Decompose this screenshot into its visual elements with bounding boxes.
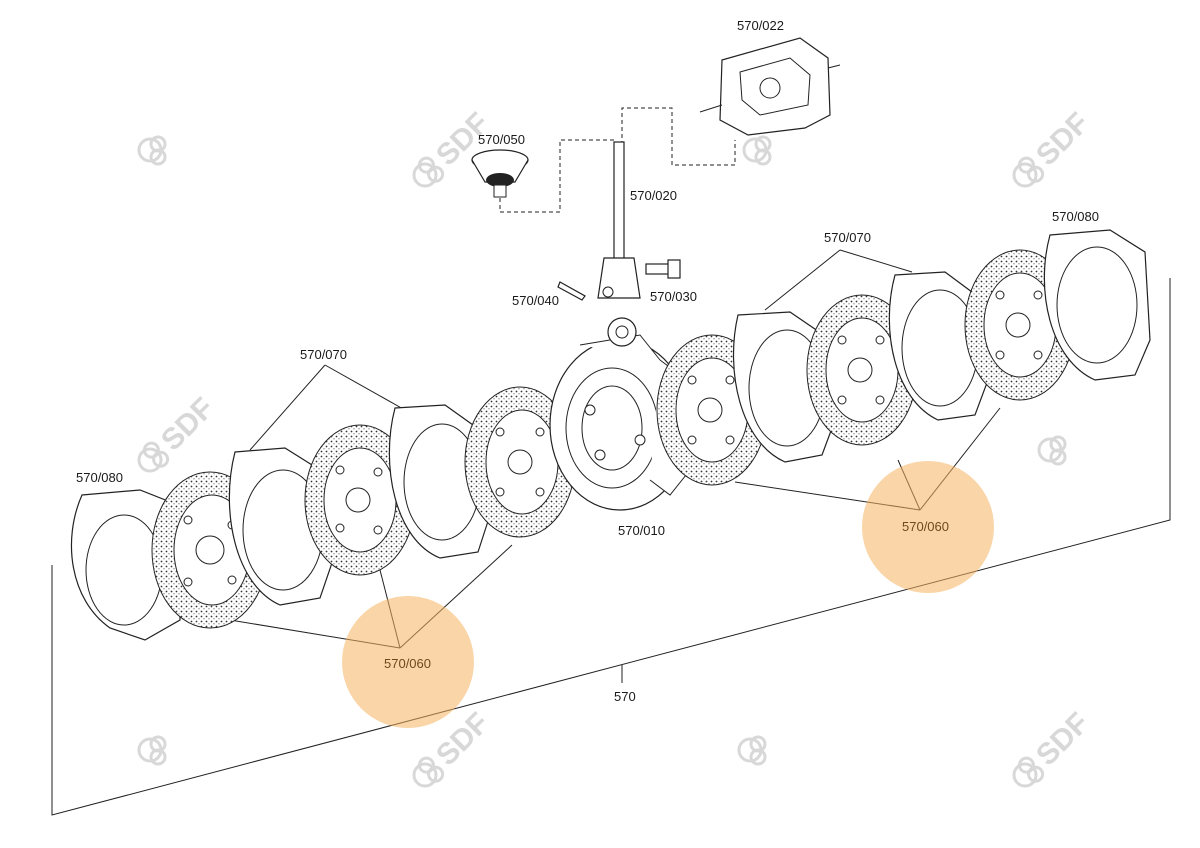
cap-part <box>471 149 529 198</box>
label-plate-right: 570/070 <box>824 230 871 245</box>
watermark-logo-icon <box>742 135 772 166</box>
label-plate-left: 570/070 <box>300 347 347 362</box>
rod-part <box>597 141 641 299</box>
label-disc-right: 570/060 <box>902 519 949 534</box>
watermark-logo: SDF <box>131 391 221 480</box>
label-caliper: 570/022 <box>737 18 784 33</box>
steel-plate-2 <box>388 404 491 559</box>
friction-disc-2 <box>304 424 416 576</box>
spacer-ring-right <box>1043 229 1151 381</box>
friction-disc-3 <box>464 386 576 538</box>
watermark-logo: SDF <box>406 106 496 195</box>
watermark-logo-icon <box>137 135 167 166</box>
watermark-logo-icon <box>737 735 767 766</box>
label-spacer-left: 570/080 <box>76 470 123 485</box>
highlight-marker-right <box>862 461 994 593</box>
part-labels: 570/022 570/050 570/020 570/040 570/030 … <box>76 18 1099 704</box>
highlight-marker-left <box>342 596 474 728</box>
watermark-logo-icon <box>137 735 167 766</box>
assembly-bracket <box>51 278 1171 816</box>
spacer-ring-left <box>70 489 181 641</box>
watermark-logo: SDF <box>1006 106 1096 195</box>
label-bolt: 570/030 <box>650 289 697 304</box>
label-cap: 570/050 <box>478 132 525 147</box>
label-actuator: 570/010 <box>618 523 665 538</box>
label-assembly: 570 <box>614 689 636 704</box>
watermark-logo-icon <box>1037 435 1067 466</box>
label-rod: 570/020 <box>630 188 677 203</box>
pin-part <box>557 281 586 301</box>
label-pin: 570/040 <box>512 293 559 308</box>
watermark-text: SDF <box>155 391 221 457</box>
steel-plate-4 <box>888 271 989 421</box>
label-spacer-right: 570/080 <box>1052 209 1099 224</box>
label-disc-left: 570/060 <box>384 656 431 671</box>
watermark-logo: SDF <box>1006 706 1096 795</box>
watermark-text: SDF <box>1030 106 1096 172</box>
caliper-part <box>699 37 841 136</box>
bolt-part <box>645 259 681 279</box>
watermark-text: SDF <box>1030 706 1096 772</box>
